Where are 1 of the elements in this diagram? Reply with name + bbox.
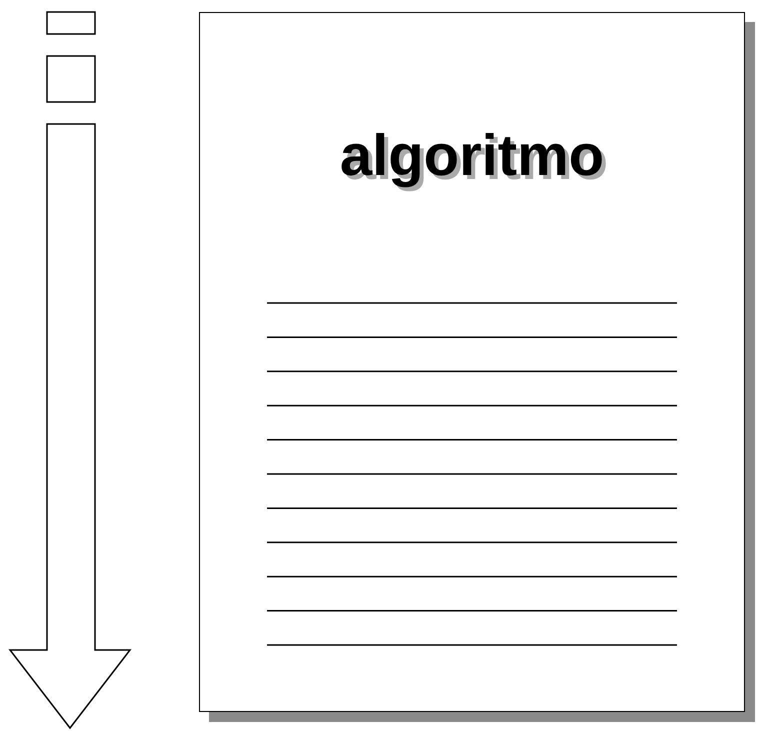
- title-text: algoritmo: [340, 123, 604, 188]
